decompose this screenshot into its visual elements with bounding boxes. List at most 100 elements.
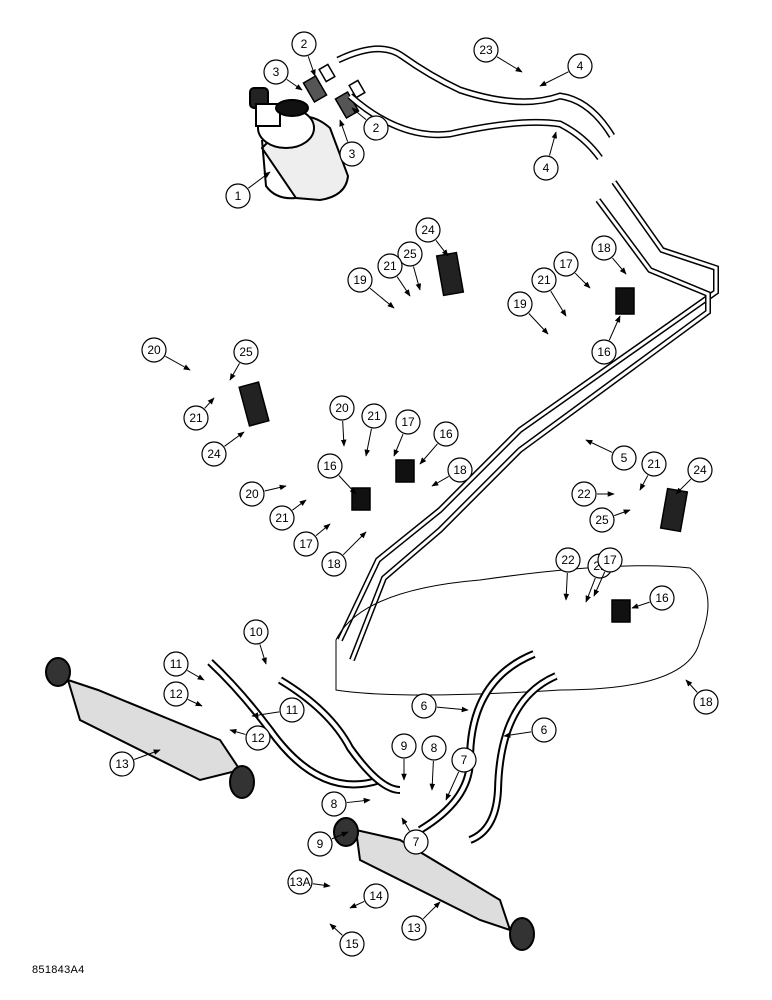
- callout-c16d: 16: [631, 585, 675, 611]
- callout-c19b: 19: [507, 291, 549, 335]
- leader-line: [393, 433, 404, 457]
- leader-line: [229, 363, 240, 381]
- callout-c24c: 24: [675, 457, 713, 495]
- leader-line: [264, 484, 287, 492]
- callout-c6b: 6: [503, 717, 557, 743]
- callout-c17c: 17: [293, 523, 331, 557]
- leader-line: [369, 287, 395, 309]
- callout-label: 8: [431, 741, 438, 755]
- leader-line: [259, 644, 267, 665]
- figure-id: 851843A4: [32, 964, 85, 976]
- callout-label: 19: [513, 297, 527, 311]
- callout-c13A: 13A: [287, 869, 331, 895]
- callout-label: 17: [299, 537, 313, 551]
- callout-circle: [553, 251, 579, 277]
- callout-circle: [693, 689, 719, 715]
- callout-label: 18: [327, 557, 341, 571]
- callout-c16a: 16: [591, 315, 621, 365]
- callout-label: 18: [699, 695, 713, 709]
- callout-circle: [329, 395, 355, 421]
- callout-circle: [141, 337, 167, 363]
- callout-circle: [401, 915, 427, 941]
- callout-label: 13: [407, 921, 421, 935]
- callout-c24b: 24: [201, 431, 245, 467]
- callout-label: 7: [413, 835, 420, 849]
- callout-c21c: 21: [183, 397, 215, 431]
- callout-label: 5: [621, 451, 628, 465]
- leader-line: [539, 71, 569, 87]
- callout-c4b: 4: [533, 131, 559, 181]
- leader-line: [608, 315, 621, 341]
- callout-circle: [531, 717, 557, 743]
- callout-circle: [279, 697, 305, 723]
- callout-circle: [363, 115, 389, 141]
- leader-line: [401, 817, 410, 832]
- callout-c14: 14: [349, 883, 389, 909]
- callout-circle: [109, 751, 135, 777]
- leader-line: [685, 679, 698, 693]
- callout-circle: [225, 183, 251, 209]
- callout-label: 25: [403, 247, 417, 261]
- leader-line: [342, 531, 367, 556]
- callout-circle: [411, 693, 437, 719]
- clamp-parts: [238, 251, 689, 623]
- leader-line: [436, 706, 469, 713]
- callout-c21a: 21: [377, 253, 411, 297]
- callout-circle: [183, 405, 209, 431]
- callout-label: 22: [561, 553, 575, 567]
- callout-c18b: 18: [431, 457, 473, 487]
- callout-circle: [421, 735, 447, 761]
- callout-c8a: 8: [421, 735, 447, 791]
- callout-c7b: 7: [401, 817, 429, 855]
- leader-line: [585, 577, 596, 603]
- callout-c6a: 6: [411, 693, 469, 719]
- leader-line: [351, 107, 367, 121]
- callout-label: 12: [169, 687, 183, 701]
- leader-line: [574, 272, 591, 289]
- callout-circle: [377, 253, 403, 279]
- callout-c25b: 25: [229, 339, 259, 381]
- callout-c21b: 21: [531, 267, 567, 317]
- callout-circle: [589, 507, 615, 533]
- callout-c8b: 8: [321, 791, 371, 817]
- pump-hoses: [336, 45, 615, 161]
- callout-c17b: 17: [393, 409, 421, 457]
- leader-line: [431, 476, 449, 487]
- callout-circle: [339, 931, 365, 957]
- callout-label: 24: [207, 447, 221, 461]
- leader-line: [419, 443, 438, 465]
- callout-circle: [317, 453, 343, 479]
- callout-label: 23: [479, 43, 493, 57]
- clip-outline: [335, 565, 709, 696]
- callout-label: 24: [421, 223, 435, 237]
- leader-line: [639, 475, 649, 491]
- callout-circle: [391, 733, 417, 759]
- callout-label: 6: [421, 699, 428, 713]
- callout-label: 21: [537, 273, 551, 287]
- callout-label: 2: [301, 37, 308, 51]
- callout-c12b: 12: [229, 725, 271, 751]
- callout-label: 16: [597, 345, 611, 359]
- leader-line: [251, 711, 280, 718]
- callout-label: 10: [249, 625, 263, 639]
- callout-label: 17: [401, 415, 415, 429]
- callout-circle: [263, 59, 289, 85]
- leader-line: [187, 670, 205, 681]
- callout-c11b: 11: [251, 697, 305, 723]
- leader-line: [292, 499, 307, 511]
- callout-c21d: 21: [361, 403, 387, 457]
- callout-label: 4: [543, 161, 550, 175]
- callout-circle: [531, 267, 557, 293]
- callout-circle: [321, 551, 347, 577]
- leader-line: [585, 439, 613, 453]
- leader-line: [612, 257, 627, 275]
- callout-circle: [347, 267, 373, 293]
- callout-c22b: 22: [555, 547, 581, 601]
- callout-circle: [447, 457, 473, 483]
- callout-c25a: 25: [397, 241, 423, 291]
- callout-c2b: 2: [351, 107, 389, 141]
- leader-line: [346, 797, 371, 804]
- callout-c23: 23: [473, 37, 523, 73]
